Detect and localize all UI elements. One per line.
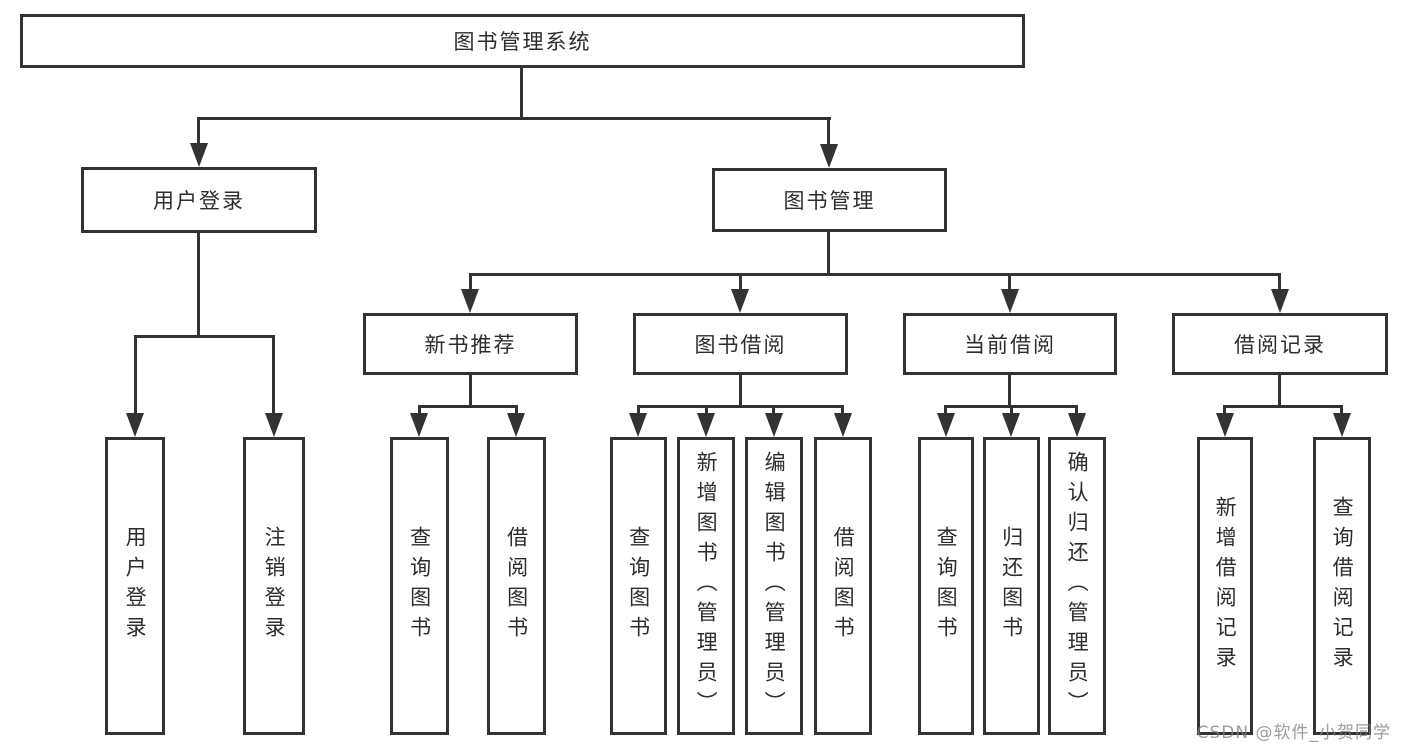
connector-leaf-drop bbox=[515, 405, 518, 416]
connector-book-mgmt-drop bbox=[827, 117, 830, 146]
node-leaf-query-books-1: 查询图书 bbox=[390, 437, 449, 735]
arrowhead-leaf bbox=[834, 413, 852, 437]
connector-leaf-drop bbox=[841, 405, 844, 416]
connector-new-book-rail bbox=[418, 405, 518, 408]
node-user-login-label: 用户登录 bbox=[153, 189, 245, 213]
node-new-book-recommend: 新书推荐 bbox=[363, 313, 578, 375]
node-leaf-edit-book-admin: 编辑图书（管理员） bbox=[745, 437, 803, 735]
node-leaf-query-books-1-label: 查询图书 bbox=[407, 526, 432, 646]
arrowhead-leaf bbox=[265, 413, 283, 437]
arrowhead-book-borrow bbox=[731, 289, 749, 313]
connector-leaf-drop bbox=[418, 405, 421, 416]
node-book-management-label: 图书管理 bbox=[783, 189, 876, 213]
node-leaf-return-books-label: 归还图书 bbox=[999, 526, 1024, 646]
connector-leaf-drop bbox=[272, 335, 275, 415]
connector-level3-rail bbox=[469, 273, 1281, 276]
arrowhead-leaf bbox=[1068, 413, 1086, 437]
node-leaf-add-book-admin-label: 新增图书（管理员） bbox=[694, 451, 719, 721]
node-leaf-query-books-3-label: 查询图书 bbox=[934, 526, 959, 646]
node-leaf-borrow-books-2-label: 借阅图书 bbox=[831, 526, 856, 646]
connector-level2-rail bbox=[197, 117, 831, 120]
connector-new-book-drop bbox=[469, 273, 472, 292]
node-leaf-query-borrow-record-label: 查询借阅记录 bbox=[1330, 496, 1355, 676]
node-user-login: 用户登录 bbox=[81, 167, 317, 233]
node-leaf-query-books-2-label: 查询图书 bbox=[626, 526, 651, 646]
node-leaf-borrow-books-1-label: 借阅图书 bbox=[504, 526, 529, 646]
node-leaf-borrow-books-1: 借阅图书 bbox=[487, 437, 546, 735]
node-new-book-recommend-label: 新书推荐 bbox=[424, 333, 517, 357]
node-leaf-logout: 注销登录 bbox=[243, 437, 305, 735]
node-leaf-confirm-return-admin-label: 确认归还（管理员） bbox=[1065, 451, 1090, 721]
node-borrowing-records-label: 借阅记录 bbox=[1234, 333, 1326, 357]
arrowhead-leaf bbox=[697, 413, 715, 437]
arrowhead-leaf bbox=[410, 413, 428, 437]
node-current-borrowing-label: 当前借阅 bbox=[964, 333, 1056, 357]
arrowhead-leaf bbox=[1333, 413, 1351, 437]
node-root-label: 图书管理系统 bbox=[453, 30, 592, 54]
connector-leaf-drop bbox=[134, 335, 137, 415]
node-leaf-query-books-2: 查询图书 bbox=[610, 437, 667, 735]
node-current-borrowing: 当前借阅 bbox=[903, 313, 1117, 375]
arrowhead-new-book bbox=[461, 289, 479, 313]
node-book-borrowing: 图书借阅 bbox=[633, 313, 848, 375]
connector-book-borrow-rail bbox=[637, 405, 844, 408]
arrowhead-current-borrow bbox=[1001, 289, 1019, 313]
arrowhead-leaf bbox=[1002, 413, 1020, 437]
connector-book-borrow-drop bbox=[739, 273, 742, 292]
connector-leaf-drop bbox=[1340, 405, 1343, 416]
node-leaf-add-borrow-record: 新增借阅记录 bbox=[1197, 437, 1253, 735]
node-leaf-return-books: 归还图书 bbox=[983, 437, 1040, 735]
connector-new-book-stem bbox=[469, 375, 472, 407]
arrowhead-leaf bbox=[126, 413, 144, 437]
connector-leaf-drop bbox=[705, 405, 708, 416]
arrowhead-leaf bbox=[937, 413, 955, 437]
arrowhead-user-login bbox=[190, 143, 208, 167]
node-root-system: 图书管理系统 bbox=[20, 14, 1025, 68]
connector-leaf-drop bbox=[772, 405, 775, 416]
node-leaf-query-books-3: 查询图书 bbox=[918, 437, 974, 735]
connector-user-login-stem bbox=[197, 233, 200, 338]
connector-borrow-record-drop bbox=[1278, 273, 1281, 292]
arrowhead-leaf bbox=[507, 413, 525, 437]
connector-borrow-record-rail bbox=[1223, 405, 1343, 408]
node-borrowing-records: 借阅记录 bbox=[1172, 313, 1388, 375]
node-leaf-user-login-label: 用户登录 bbox=[123, 526, 148, 646]
arrowhead-book-mgmt bbox=[820, 144, 838, 168]
arrowhead-leaf bbox=[629, 413, 647, 437]
connector-leaf-drop bbox=[1010, 405, 1013, 416]
arrowhead-leaf bbox=[1216, 413, 1234, 437]
node-leaf-borrow-books-2: 借阅图书 bbox=[814, 437, 872, 735]
arrowhead-leaf bbox=[765, 413, 783, 437]
node-leaf-edit-book-admin-label: 编辑图书（管理员） bbox=[762, 451, 787, 721]
connector-current-borrow-stem bbox=[1008, 375, 1011, 407]
connector-user-login-drop bbox=[197, 117, 200, 146]
connector-borrow-record-stem bbox=[1278, 375, 1281, 407]
connector-leaf-drop bbox=[1223, 405, 1226, 416]
connector-leaf-drop bbox=[637, 405, 640, 416]
node-leaf-user-login: 用户登录 bbox=[105, 437, 165, 735]
node-leaf-confirm-return-admin: 确认归还（管理员） bbox=[1048, 437, 1106, 735]
node-book-borrowing-label: 图书借阅 bbox=[694, 333, 787, 357]
connector-current-borrow-drop bbox=[1008, 273, 1011, 292]
csdn-watermark: CSDN @软件_小贺同学 bbox=[1196, 723, 1391, 743]
connector-leaf-drop bbox=[1075, 405, 1078, 416]
connector-book-mgmt-stem bbox=[827, 232, 830, 276]
connector-book-borrow-stem bbox=[739, 375, 742, 407]
node-leaf-add-borrow-record-label: 新增借阅记录 bbox=[1213, 496, 1238, 676]
node-leaf-logout-label: 注销登录 bbox=[262, 526, 287, 646]
node-book-management: 图书管理 bbox=[712, 168, 947, 232]
arrowhead-borrow-record bbox=[1271, 289, 1289, 313]
connector-user-login-rail bbox=[134, 335, 275, 338]
node-leaf-add-book-admin: 新增图书（管理员） bbox=[677, 437, 735, 735]
connector-leaf-drop bbox=[944, 405, 947, 416]
connector-root-stem bbox=[520, 68, 523, 120]
node-leaf-query-borrow-record: 查询借阅记录 bbox=[1313, 437, 1371, 735]
